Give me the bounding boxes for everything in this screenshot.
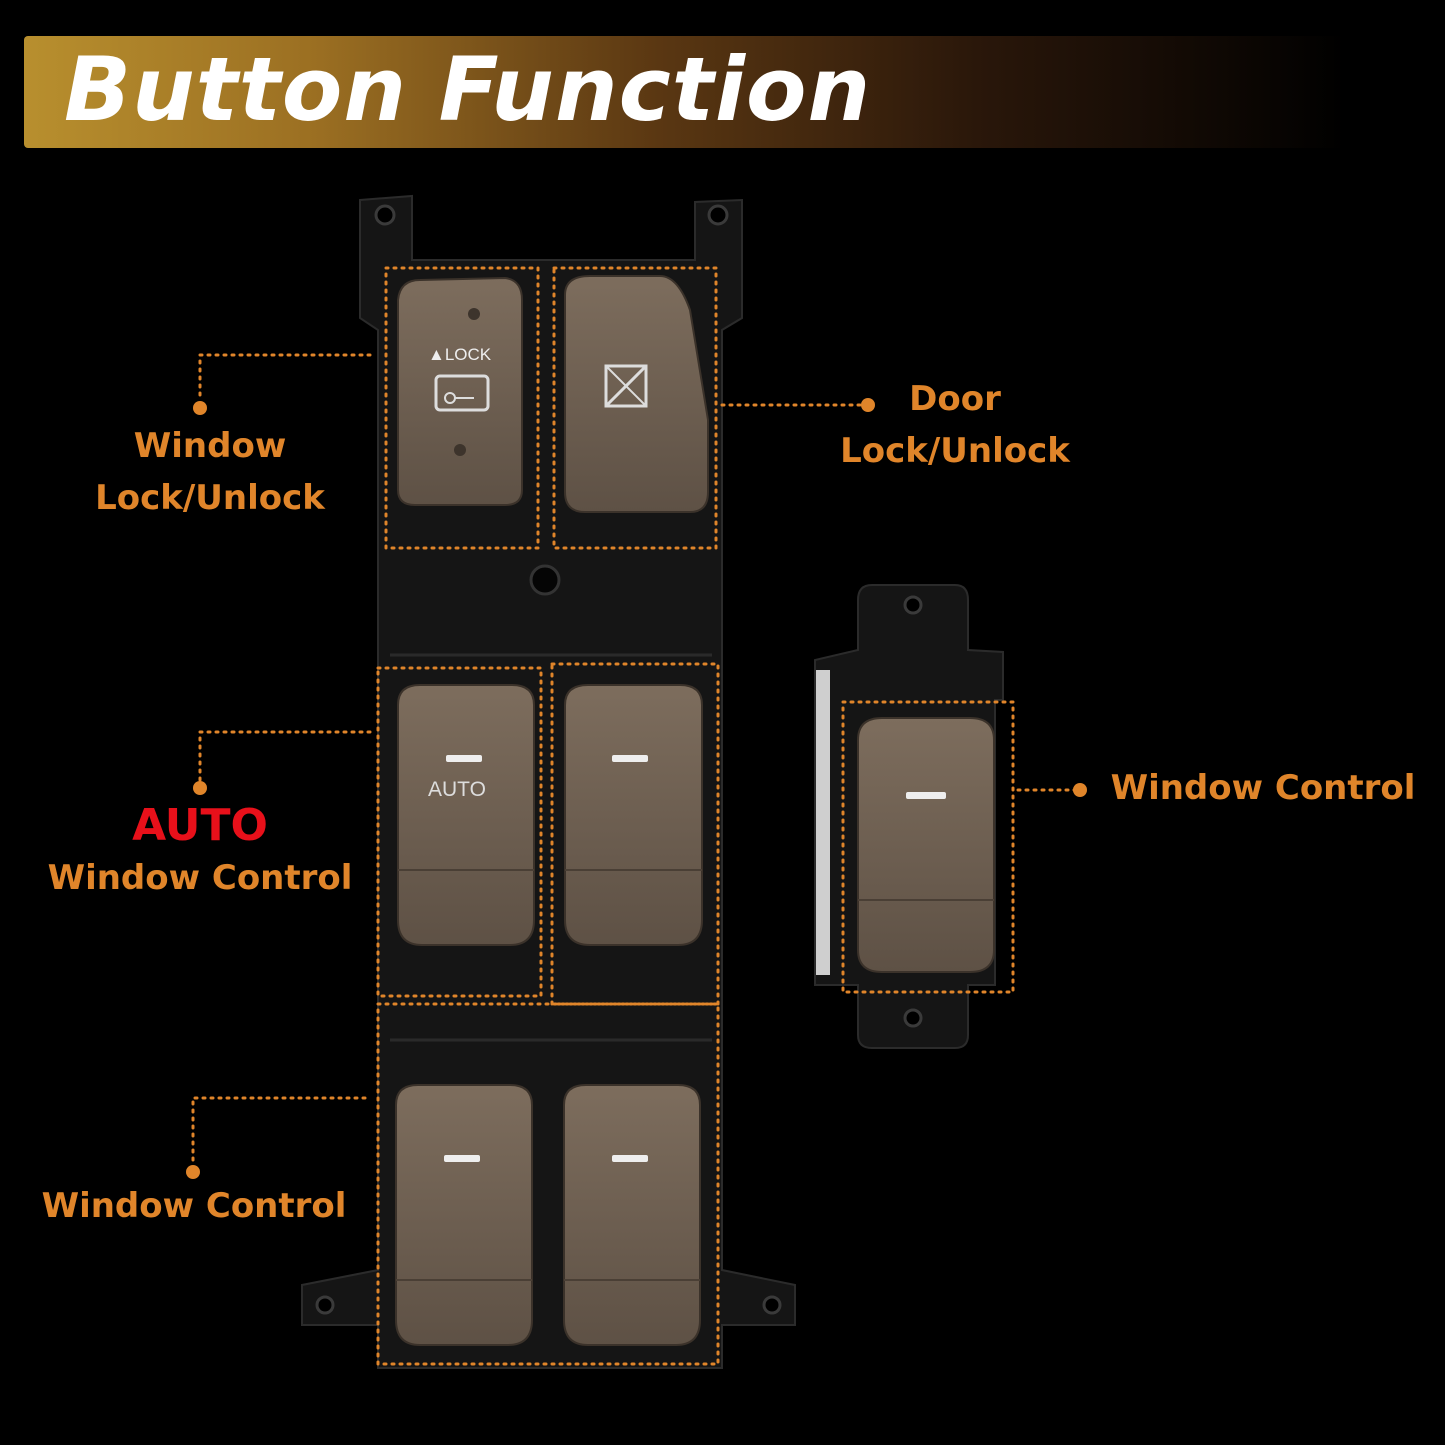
window-lock-label: Window Lock/Unlock <box>80 420 340 524</box>
door-lock-label-line1: Door <box>909 379 1001 419</box>
master-switch-housing <box>301 194 796 1369</box>
page-title: Button Function <box>64 38 872 141</box>
window-lock-crossed-icon <box>604 364 648 408</box>
leader-dots <box>186 398 1087 1179</box>
title-banner <box>24 36 1346 148</box>
auto-text: AUTO <box>428 778 486 801</box>
window-control-right-label: Window Control <box>1110 768 1416 808</box>
passenger-window-button[interactable] <box>564 684 703 946</box>
window-lock-label-line1: Window <box>133 426 287 466</box>
door-lock-button[interactable] <box>564 275 709 513</box>
door-lock-label: Door Lock/Unlock <box>820 373 1090 477</box>
window-lock-label-line2: Lock/Unlock <box>95 478 325 518</box>
rear-right-window-button[interactable] <box>563 1084 701 1346</box>
single-window-button[interactable] <box>857 717 995 973</box>
auto-window-button[interactable]: AUTO <box>397 684 535 946</box>
auto-highlight-label: AUTO <box>132 800 268 851</box>
window-lock-button[interactable]: ▲LOCK <box>397 276 523 506</box>
auto-window-control-label: Window Control <box>47 858 353 898</box>
highlight-boxes <box>376 266 1015 1366</box>
window-control-bottom-label: Window Control <box>41 1186 347 1226</box>
rear-left-window-button[interactable] <box>395 1084 533 1346</box>
lock-text: ▲LOCK <box>428 345 492 364</box>
door-lock-label-line2: Lock/Unlock <box>840 431 1070 471</box>
lock-icon <box>434 374 490 412</box>
leader-lines <box>191 353 1077 1167</box>
